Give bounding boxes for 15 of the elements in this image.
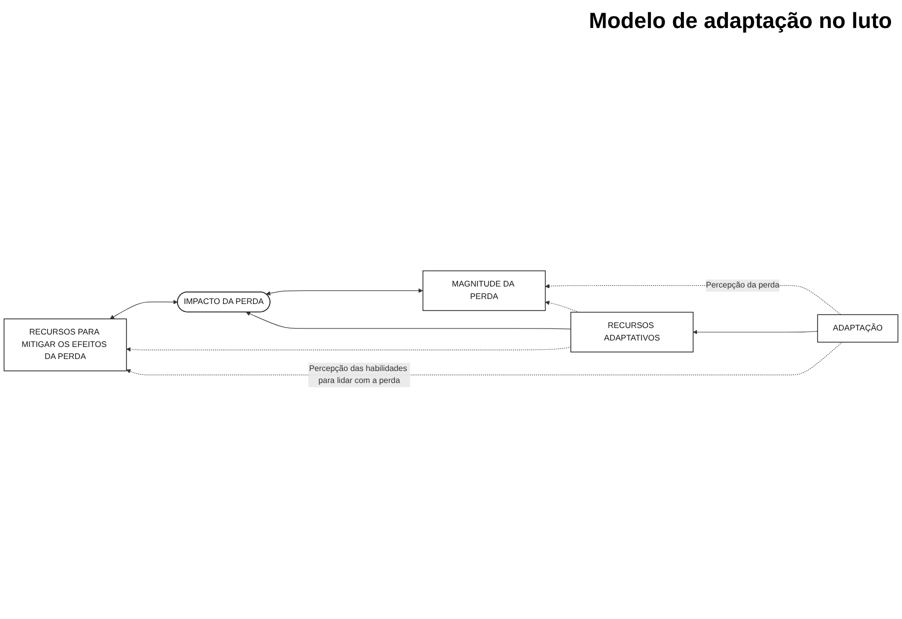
arrow xyxy=(266,288,423,296)
node-box: RECURSOS ADAPTATIVOS xyxy=(570,312,694,352)
arrow xyxy=(545,284,842,315)
arrow xyxy=(126,342,842,376)
node-box: MAGNITUDE DA PERDA xyxy=(422,270,546,311)
arrow xyxy=(126,346,572,352)
node-box: RECURSOS PARA MITIGAR OS EFEITOS DA PERDA xyxy=(4,318,127,372)
arrow xyxy=(110,300,178,320)
arrow xyxy=(246,312,572,330)
diagram-title: Modelo de adaptação no luto xyxy=(588,8,892,34)
arrow xyxy=(692,330,818,334)
edge-label: Percepção da perda xyxy=(706,281,780,290)
node-box: ADAPTAÇÃO xyxy=(817,314,898,343)
edge-label: Percepção das habilidades para lidar com a perda xyxy=(309,364,408,386)
arrow xyxy=(545,300,580,313)
